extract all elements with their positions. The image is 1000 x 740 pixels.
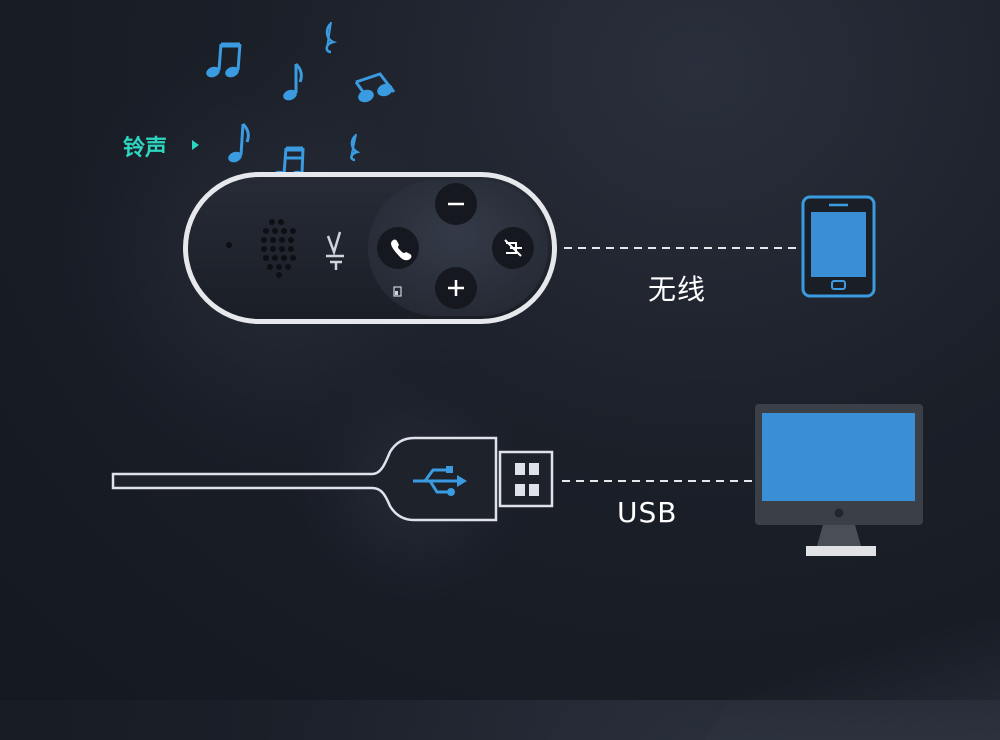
illustration <box>111 21 923 556</box>
music-note-icon <box>354 72 396 103</box>
volume-down-button[interactable] <box>435 183 477 225</box>
mute-button[interactable] <box>492 227 534 269</box>
speakerphone-device <box>183 172 557 324</box>
usb-cable <box>111 436 554 522</box>
volume-up-button[interactable] <box>435 267 477 309</box>
music-note-icon <box>283 62 303 101</box>
usb-plug <box>498 450 554 508</box>
ringtone-arrow-icon <box>192 140 199 150</box>
wireless-label: 无线 <box>648 273 707 306</box>
phone-icon <box>391 239 412 261</box>
usb-icon <box>413 466 467 496</box>
monitor-icon <box>755 404 923 556</box>
treble-clef-icon <box>350 133 361 162</box>
smartphone-icon <box>801 195 876 298</box>
control-pad <box>368 180 548 316</box>
call-button[interactable] <box>377 227 419 269</box>
music-note-icon <box>228 122 250 163</box>
ringtone-label: 铃声 <box>123 136 168 161</box>
battery-indicator-icon <box>393 286 402 297</box>
mute-icon <box>504 239 522 257</box>
usb-label: USB <box>617 496 678 529</box>
music-note-icon <box>206 42 242 78</box>
microphone-dot <box>226 242 232 248</box>
brand-logo-icon <box>326 231 344 270</box>
speaker-grille <box>261 219 296 278</box>
treble-clef-icon <box>325 21 338 54</box>
